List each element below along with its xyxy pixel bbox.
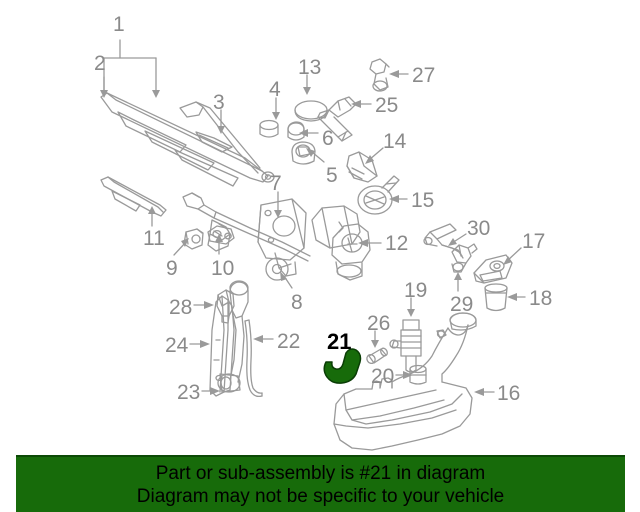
callout-label-23: 23 [177,381,201,404]
leader-4-arrowhead [272,112,280,120]
callout-label-2: 2 [94,52,106,75]
part-pivot-15 [357,175,400,215]
part-grommet-26 [366,347,388,365]
leader-15-arrowhead [389,195,399,203]
callout-label-13: 13 [298,56,322,79]
part-clip-28 [216,289,235,324]
part-hose-22 [244,319,263,398]
callout-label-16: 16 [497,382,521,405]
part-cap-18 [484,283,508,312]
callout-label-11: 11 [143,227,165,250]
callout-label-8: 8 [291,291,303,314]
callout-label-18: 18 [529,287,553,310]
banner-line-2: Diagram may not be specific to your vehi… [136,485,505,507]
leader-1-arrowhead-right [152,90,160,98]
callout-label-10: 10 [211,257,235,280]
leader-24-arrowhead [200,340,210,348]
callout-label-1: 1 [113,13,125,36]
part-balljoint-29 [451,243,478,273]
callout-label-17: 17 [522,230,546,253]
callout-label-27: 27 [412,64,436,87]
callout-label-25: 25 [375,94,399,117]
callout-label-12: 12 [385,232,409,255]
leader-17-arrowhead [503,256,512,265]
leader-16-arrowhead [474,388,484,396]
callout-label-28: 28 [169,296,193,319]
callout-label-7: 7 [270,172,282,195]
leader-5 [311,151,325,163]
part-wiper-motor-12 [311,205,371,281]
banner-line-1: Part or sub-assembly is #21 in diagram [155,462,486,484]
callout-label-15: 15 [411,189,435,212]
leader-26-arrowhead [371,340,379,348]
part-connector-27 [369,58,390,92]
callout-label-5: 5 [326,164,338,187]
callout-label-9: 9 [166,257,178,280]
part-strainer-20 [409,364,427,385]
part-cap-6 [287,121,305,141]
leader-19-arrowhead [407,309,415,317]
part-clip-25 [317,96,357,119]
part-bushing-8 [265,257,289,281]
callout-label-14: 14 [383,130,407,153]
part-info-banner: Part or sub-assembly is #21 in diagram D… [16,455,625,512]
callout-label-26: 26 [367,312,391,335]
part-pivot-10 [207,225,235,245]
part-grommet-23 [217,373,241,393]
part-wiper-blade-small [100,176,167,217]
callout-label-21: 21 [327,329,352,354]
part-bracket-9 [183,228,204,250]
callout-label-30: 30 [467,217,491,240]
leader-29-arrowhead [454,272,462,280]
part-washer-pump-19 [389,319,422,373]
callout-label-19: 19 [404,279,428,302]
leader-30-arrowhead [448,238,457,246]
leader-5-arrowhead [306,148,315,157]
leader-7-arrowhead [274,210,282,218]
part-wiper-blade-large [100,92,275,187]
callout-label-24: 24 [165,334,189,357]
leader-12-arrowhead [358,239,368,247]
leader-27-arrowhead [389,70,399,78]
leader-14-arrowhead [365,155,374,164]
part-21-highlighted [323,348,362,384]
part-bracket-14 [346,151,378,183]
callout-label-4: 4 [269,78,281,101]
part-grommet-4 [259,119,279,138]
callout-label-3: 3 [213,91,225,114]
leader-13-arrowhead [303,87,311,95]
leader-22-arrowhead [253,335,263,343]
callout-label-20: 20 [371,365,395,388]
part-nozzle-5 [291,141,316,165]
part-pivot-housing-7 [257,198,307,277]
leader-11-arrowhead [148,206,156,214]
part-bracket-17 [473,254,513,284]
callout-label-29: 29 [450,293,474,316]
part-reservoir-16 [333,312,477,451]
callout-label-6: 6 [322,127,334,150]
part-nozzle-arm-23 [229,280,249,383]
callout-label-22: 22 [277,330,301,353]
part-link-30 [423,223,464,259]
leader-18-arrowhead [507,293,517,301]
leader-28-arrowhead [204,301,214,309]
part-wiper-linkage [182,192,311,262]
